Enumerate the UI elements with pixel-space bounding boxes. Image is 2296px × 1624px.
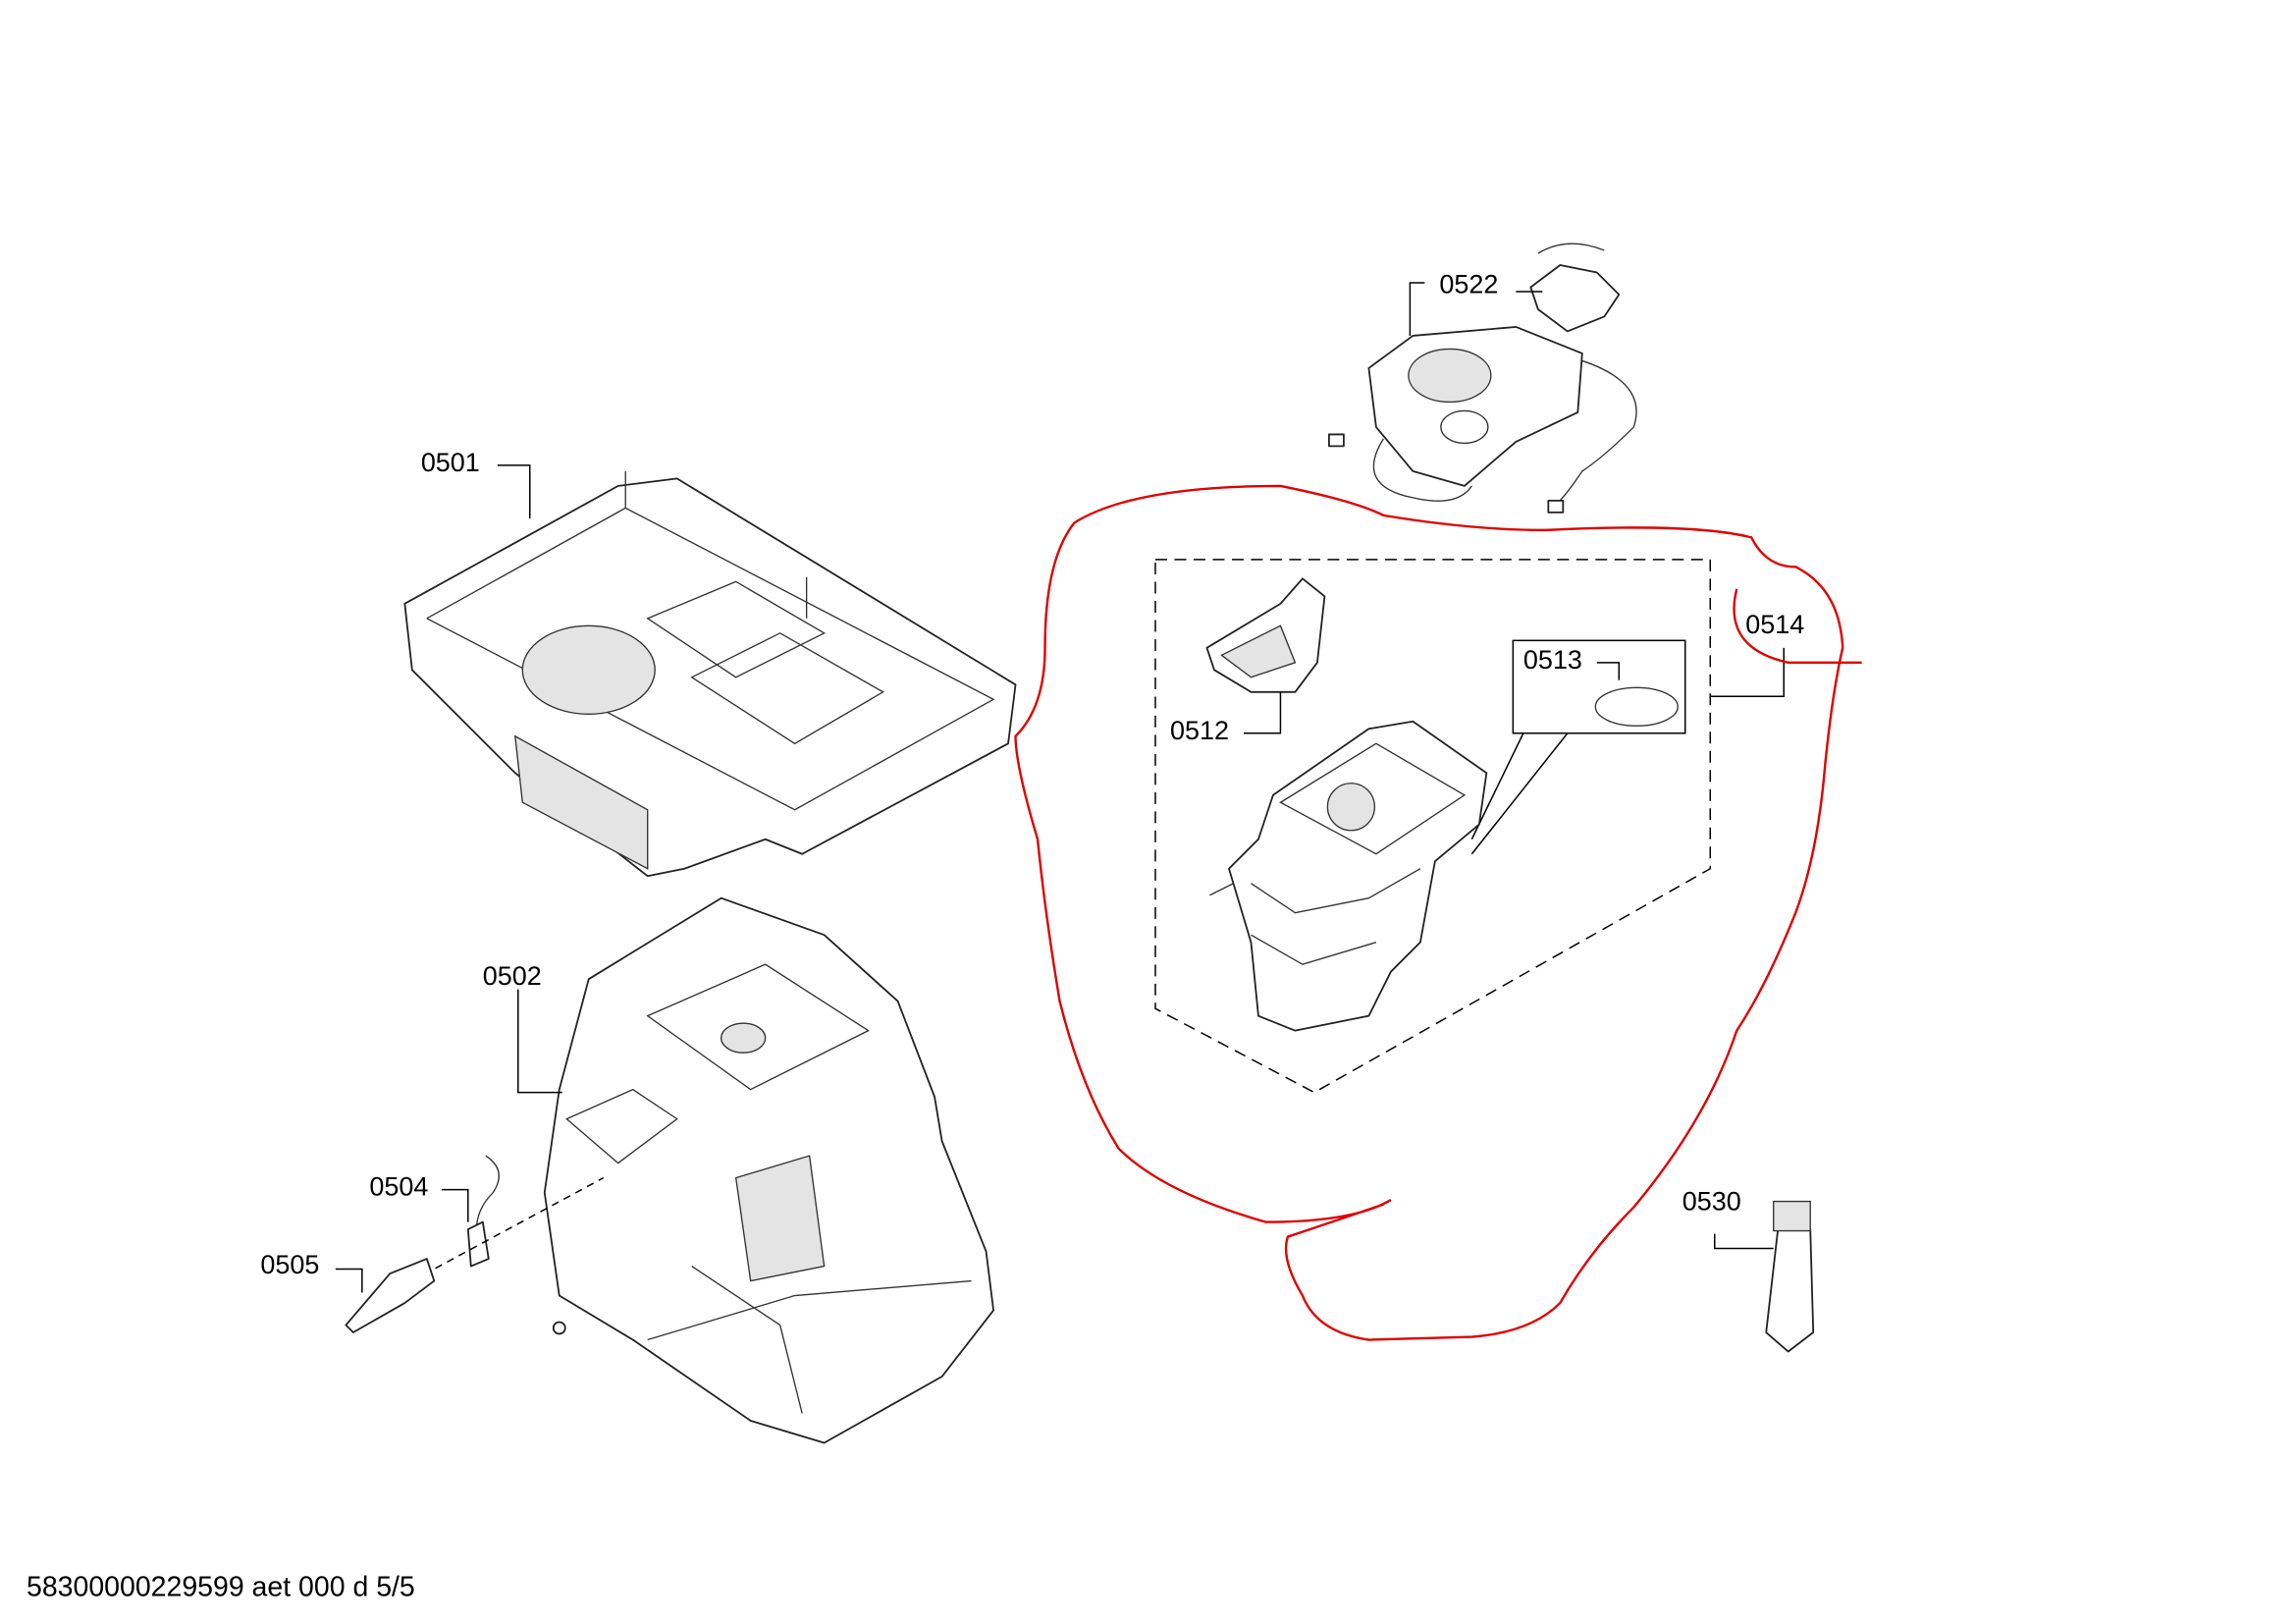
- label-0514: 0514: [1745, 610, 1804, 639]
- leader-0530: [1714, 1233, 1774, 1250]
- leader-0502: [517, 989, 562, 1094]
- label-0522: 0522: [1439, 269, 1498, 298]
- label-0501: 0501: [421, 448, 480, 477]
- leader-0504: [441, 1188, 469, 1222]
- leader-0513-link2: [1470, 732, 1569, 855]
- part-0505-clip: [345, 1258, 436, 1333]
- leader-0513: [1596, 662, 1621, 680]
- part-0504-sensor: [466, 1155, 500, 1268]
- label-0513: 0513: [1523, 645, 1582, 675]
- leader-0505: [335, 1268, 363, 1293]
- footer-document-id: 58300000229599 aet 000 d 5/5: [27, 1571, 415, 1602]
- part-0512-cover: [1205, 577, 1326, 693]
- leader-0522: [1409, 282, 1425, 336]
- assembly-axis-line: [411, 1176, 605, 1282]
- part-0502-housing: [543, 896, 994, 1444]
- label-0504: 0504: [369, 1172, 428, 1202]
- leader-0514: [1710, 647, 1785, 698]
- label-0502: 0502: [483, 961, 542, 991]
- assembly-0514-boundary: [1154, 559, 1712, 1094]
- part-0514-brew-unit: [1209, 720, 1488, 1032]
- label-0512: 0512: [1170, 716, 1229, 745]
- part-0513-seal: [1594, 686, 1679, 727]
- label-0530: 0530: [1682, 1187, 1741, 1217]
- part-0522-gear-unit: [1328, 243, 1637, 514]
- leader-0512: [1243, 691, 1282, 734]
- detail-box-0513: [1512, 639, 1686, 734]
- leader-0501: [497, 464, 531, 518]
- red-freehand-annotation: [1014, 484, 1862, 1341]
- part-0501-frame: [403, 470, 1017, 878]
- part-0530-grease-tube: [1765, 1200, 1815, 1353]
- label-0505: 0505: [260, 1250, 319, 1279]
